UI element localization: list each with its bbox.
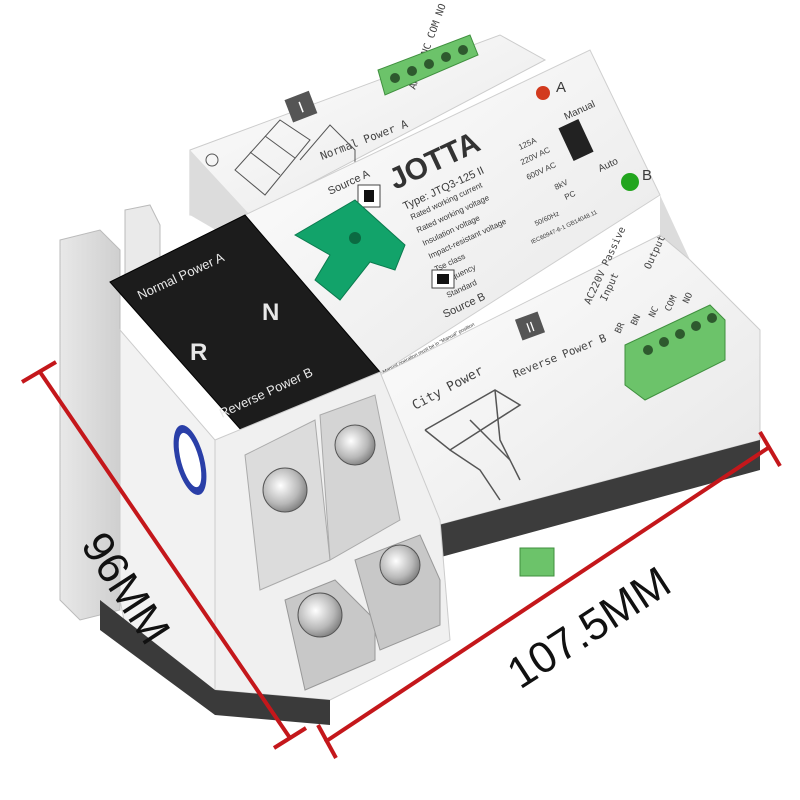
terminal-cover: Normal Power A R N Reverse Power B: [109, 214, 381, 441]
base: [100, 600, 330, 725]
indicator-a-label: A: [556, 79, 566, 96]
led-a-icon: [536, 86, 550, 100]
top-terminal-block: [377, 34, 479, 96]
spec-value: PC: [563, 189, 577, 202]
transfer-handle[interactable]: [294, 199, 406, 301]
signal-terminal-block[interactable]: [624, 304, 726, 401]
cover-right-label: N: [262, 299, 279, 326]
power-tower-icon: [424, 389, 522, 501]
label-plate: JOTTA Type: JTQ3-125 II Rated working cu…: [244, 49, 690, 382]
pin-bn: BN: [630, 313, 644, 327]
terminal-screw[interactable]: [262, 467, 308, 513]
indicator-b-label: B: [642, 167, 652, 184]
module-normal-power-a: I Normal Power A AR AN NC COM NO: [189, 2, 547, 250]
pin-nc: NC: [648, 305, 662, 319]
numeral-1: I: [296, 99, 306, 116]
power-terminals: [100, 371, 451, 725]
module-reverse-power-b: II Reverse Power B City Power AC220V Pas…: [369, 225, 761, 577]
led-b-icon: [621, 173, 639, 191]
din-rail-clip[interactable]: [519, 547, 555, 577]
manual-auto-switch[interactable]: [558, 119, 594, 161]
numeral-badge-2: [514, 311, 546, 341]
numeral-badge-1: [284, 90, 318, 123]
terminal-screw[interactable]: [297, 592, 343, 638]
pin-br: BR: [614, 321, 628, 336]
width-dimension-label: 107.5MM: [499, 557, 680, 698]
width-dimension-line: [323, 446, 770, 744]
terminal-screw[interactable]: [334, 424, 376, 466]
cover-left-label: R: [190, 339, 207, 366]
pin-no: NO: [682, 291, 696, 305]
height-dimension-line: [38, 370, 292, 740]
terminal-screw[interactable]: [379, 544, 421, 586]
